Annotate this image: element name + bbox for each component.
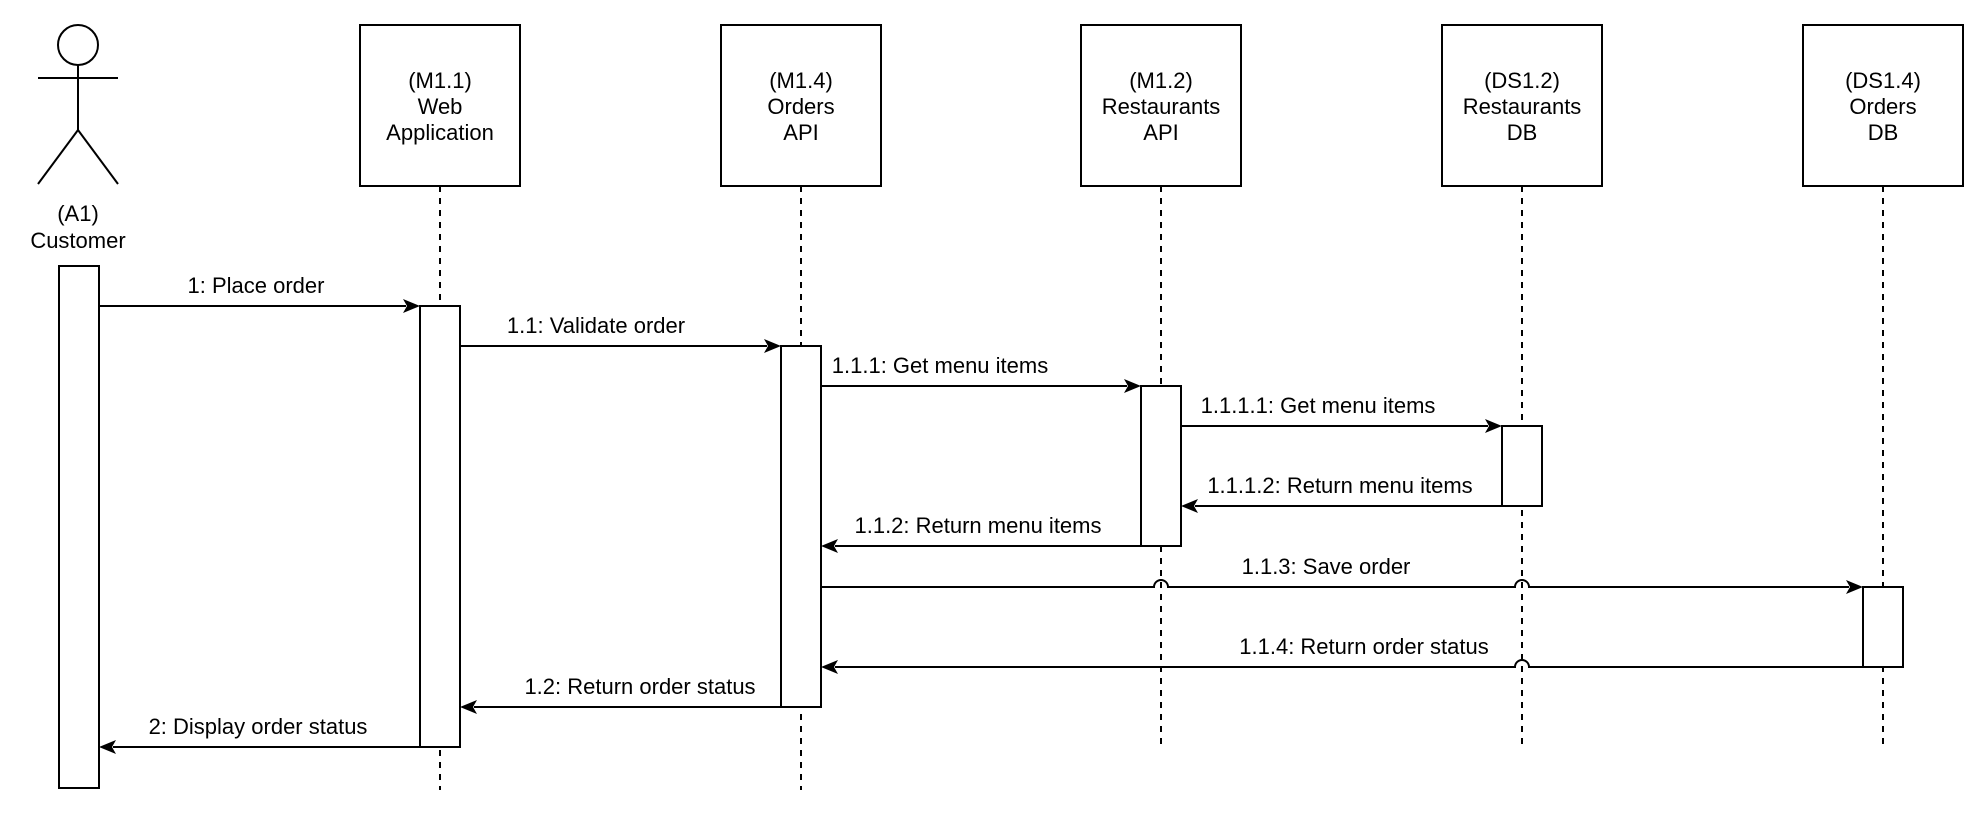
- participant-name-line: API: [783, 120, 818, 145]
- participant-name-line: Orders: [767, 94, 834, 119]
- arrowhead-icon: [1124, 379, 1141, 393]
- actor-name-label: Customer: [30, 228, 125, 253]
- participant-restaurants-api: (M1.2) Restaurants API: [1080, 24, 1242, 187]
- stick-figure-icon: [37, 24, 119, 185]
- message-1-1-1: 1.1.1: Get menu items: [821, 353, 1141, 393]
- message-label: 1.2: Return order status: [524, 674, 755, 699]
- activation-restaurants-db: [1501, 425, 1543, 507]
- activation-web-application: [419, 305, 461, 748]
- participant-name-line: Web: [418, 94, 463, 119]
- arrowhead-icon: [1485, 419, 1502, 433]
- participant-id-label: (M1.1): [408, 68, 472, 93]
- participant-name-line: Restaurants: [1102, 94, 1221, 119]
- arrowhead-icon: [460, 700, 477, 714]
- participant-name-line: API: [1143, 120, 1178, 145]
- participant-box: [359, 24, 521, 187]
- activation-orders-api: [780, 345, 822, 708]
- participant-box: [1080, 24, 1242, 187]
- message-2: 2: Display order status: [99, 714, 420, 754]
- arrowhead-icon: [821, 539, 838, 553]
- activation-bars: [58, 265, 1904, 789]
- participant-id-label: (DS1.2): [1484, 68, 1560, 93]
- participant-web-application: (M1.1) Web Application: [359, 24, 521, 187]
- participant-box: [720, 24, 882, 187]
- participant-name-line: Orders: [1849, 94, 1916, 119]
- participant-orders-db: (DS1.4) Orders DB: [1802, 24, 1964, 187]
- message-1-2: 1.2: Return order status: [460, 674, 781, 714]
- arrowhead-icon: [99, 740, 116, 754]
- participant-name-line: Restaurants: [1463, 94, 1582, 119]
- message-label: 1.1.2: Return menu items: [854, 513, 1101, 538]
- arrowhead-icon: [1846, 580, 1863, 594]
- message-label: 1.1.1.2: Return menu items: [1207, 473, 1472, 498]
- message-1-1-1-2: 1.1.1.2: Return menu items: [1181, 473, 1502, 513]
- message-label: 2: Display order status: [149, 714, 368, 739]
- message-1-1-1-1: 1.1.1.1: Get menu items: [1181, 393, 1502, 433]
- arrowhead-icon: [821, 660, 838, 674]
- arrowhead-icon: [764, 339, 781, 353]
- message-label: 1.1.1.1: Get menu items: [1201, 393, 1436, 418]
- message-label: 1: Place order: [188, 273, 325, 298]
- message-label: 1.1.1: Get menu items: [832, 353, 1048, 378]
- participant-id-label: (M1.2): [1129, 68, 1193, 93]
- message-1-1: 1.1: Validate order: [460, 313, 781, 353]
- message-label: 1.1: Validate order: [507, 313, 685, 338]
- actor-id-label: (A1): [57, 201, 99, 226]
- message-line: [835, 659, 1863, 668]
- message-label: 1.1.4: Return order status: [1239, 634, 1488, 659]
- participant-name-line: DB: [1868, 120, 1899, 145]
- participant-id-label: (DS1.4): [1845, 68, 1921, 93]
- actor-customer: (A1) Customer: [30, 24, 126, 253]
- message-1: 1: Place order: [99, 273, 420, 313]
- participant-box: [1802, 24, 1964, 187]
- participant-box: [1441, 24, 1603, 187]
- participant-id-label: (M1.4): [769, 68, 833, 93]
- message-1-1-3: 1.1.3: Save order: [821, 554, 1863, 594]
- participant-name-line: DB: [1507, 120, 1538, 145]
- participant-orders-api: (M1.4) Orders API: [720, 24, 882, 187]
- activation-restaurants-api: [1140, 385, 1182, 547]
- message-1-1-4: 1.1.4: Return order status: [821, 634, 1863, 674]
- activation-orders-db: [1862, 586, 1904, 668]
- message-line: [821, 579, 1849, 588]
- message-label: 1.1.3: Save order: [1242, 554, 1411, 579]
- message-1-1-2: 1.1.2: Return menu items: [821, 513, 1141, 553]
- participant-name-line: Application: [386, 120, 494, 145]
- activation-customer: [58, 265, 100, 789]
- arrowhead-icon: [1181, 499, 1198, 513]
- messages: 1: Place order 1.1: Validate order 1.1.1…: [99, 273, 1863, 754]
- arrowhead-icon: [403, 299, 420, 313]
- participant-restaurants-db: (DS1.2) Restaurants DB: [1441, 24, 1603, 187]
